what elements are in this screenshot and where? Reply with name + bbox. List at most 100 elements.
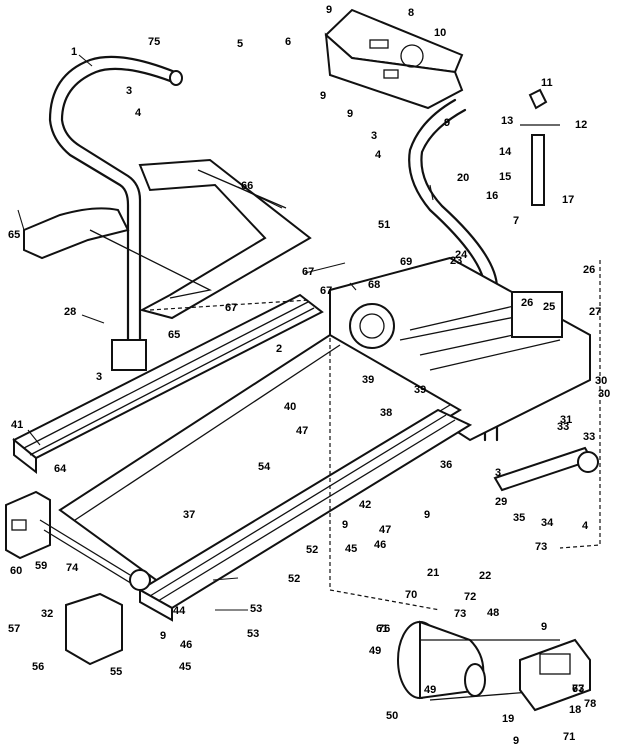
callout-label: 52 — [306, 544, 318, 556]
side-bracket-part — [493, 446, 599, 492]
callout-label: 30 — [595, 375, 607, 387]
callout-label: 23 — [450, 255, 462, 267]
assembly-dashed-lines — [149, 260, 601, 611]
callout-label: 9 — [326, 4, 332, 16]
callout-label: 51 — [378, 219, 390, 231]
callout-label: 69 — [400, 256, 412, 268]
callout-label: 9 — [347, 108, 353, 120]
callout-label: 67 — [320, 285, 332, 297]
callout-label: 21 — [427, 567, 439, 579]
callout-label: 3 — [96, 371, 102, 383]
callout-label: 9 — [342, 519, 348, 531]
side-board-part — [23, 158, 312, 320]
callout-label: 65 — [8, 229, 20, 241]
callout-label: 68 — [368, 279, 380, 291]
callout-label: 45 — [345, 543, 357, 555]
drive-motor-part — [397, 620, 560, 701]
callout-label: 34 — [541, 517, 554, 529]
callout-label: 61 — [376, 623, 388, 635]
callout-label: 2 — [276, 343, 282, 355]
callout-labels: 1 2 3 3 3 3 4 4 4 5 6 7 8 9 9 9 9 9 9 9 … — [8, 4, 610, 747]
callout-label: 17 — [562, 194, 574, 206]
frame-part — [329, 256, 591, 442]
callout-label: 24 — [455, 249, 468, 261]
callout-label: 54 — [258, 461, 271, 473]
callout-label: 46 — [180, 639, 192, 651]
callout-label: 41 — [11, 419, 23, 431]
callout-label: 55 — [110, 666, 122, 678]
callout-label: 9 — [444, 117, 450, 129]
callout-label: 31 — [560, 414, 572, 426]
callout-leader-lines — [17, 54, 434, 611]
callout-label: 46 — [374, 539, 386, 551]
callout-label: 33 — [557, 421, 569, 433]
callout-label: 67 — [302, 266, 314, 278]
callout-label: 18 — [569, 704, 581, 716]
callout-label: 47 — [296, 425, 308, 437]
callout-label: 26 — [583, 264, 595, 276]
callout-label: 3 — [495, 467, 501, 479]
callout-label: 8 — [408, 7, 414, 19]
callout-label: 27 — [589, 306, 601, 318]
callout-label: 6 — [285, 36, 291, 48]
callout-label: 39 — [414, 384, 426, 396]
callout-label: 25 — [543, 301, 555, 313]
callout-label: 65 — [168, 329, 180, 341]
callout-label: 7 — [513, 215, 519, 227]
callout-label: 76 — [378, 623, 390, 635]
front-roller-part — [5, 490, 151, 591]
callout-label: 19 — [502, 713, 514, 725]
callout-label: 50 — [386, 710, 398, 722]
callout-label: 9 — [513, 735, 519, 747]
callout-label: 56 — [32, 661, 44, 673]
callout-label: 60 — [10, 565, 22, 577]
callout-label: 57 — [8, 623, 20, 635]
callout-label: 44 — [173, 605, 186, 617]
callout-label: 37 — [183, 509, 195, 521]
callout-label: 32 — [41, 608, 53, 620]
callout-label: 5 — [237, 38, 243, 50]
callout-label: 75 — [148, 36, 160, 48]
callout-label: 10 — [434, 27, 446, 39]
callout-label: 73 — [535, 541, 547, 553]
callout-label: 3 — [126, 85, 132, 97]
callout-label: 67 — [225, 302, 237, 314]
callout-label: 49 — [369, 645, 381, 657]
callout-label: 1 — [71, 46, 77, 58]
callout-label: 52 — [288, 573, 300, 585]
callout-label: 15 — [499, 171, 511, 183]
elevation-motor-part — [520, 88, 560, 206]
callout-label: 9 — [541, 621, 547, 633]
callout-label: 26 — [521, 297, 533, 309]
callout-label: 28 — [64, 306, 76, 318]
callout-label: 45 — [179, 661, 191, 673]
hood-part — [65, 592, 123, 666]
callout-label: 9 — [424, 509, 430, 521]
callout-label: 53 — [247, 628, 259, 640]
callout-label: 29 — [495, 496, 507, 508]
callout-label: 35 — [513, 512, 525, 524]
left-rail-part — [12, 293, 324, 475]
callout-label: 71 — [563, 731, 575, 743]
callout-label: 33 — [583, 431, 595, 443]
callout-label: 78 — [584, 698, 596, 710]
callout-label: 77 — [572, 683, 584, 695]
callout-label: 72 — [464, 591, 476, 603]
callout-label: 66 — [241, 180, 253, 192]
callout-label: 73 — [454, 608, 466, 620]
callout-label: 11 — [541, 77, 553, 89]
callout-label: 48 — [487, 607, 499, 619]
callout-label: 40 — [284, 401, 296, 413]
callout-label: 4 — [135, 107, 142, 119]
callout-label: 70 — [405, 589, 417, 601]
callout-label: 3 — [371, 130, 377, 142]
callout-label: 49 — [424, 684, 436, 696]
callout-label: 53 — [250, 603, 262, 615]
callout-label: 9 — [320, 90, 326, 102]
callout-label: 59 — [35, 560, 47, 572]
callout-label: 4 — [375, 149, 382, 161]
callout-label: 20 — [457, 172, 469, 184]
callout-label: 4 — [582, 520, 589, 532]
callout-label: 14 — [499, 146, 512, 158]
